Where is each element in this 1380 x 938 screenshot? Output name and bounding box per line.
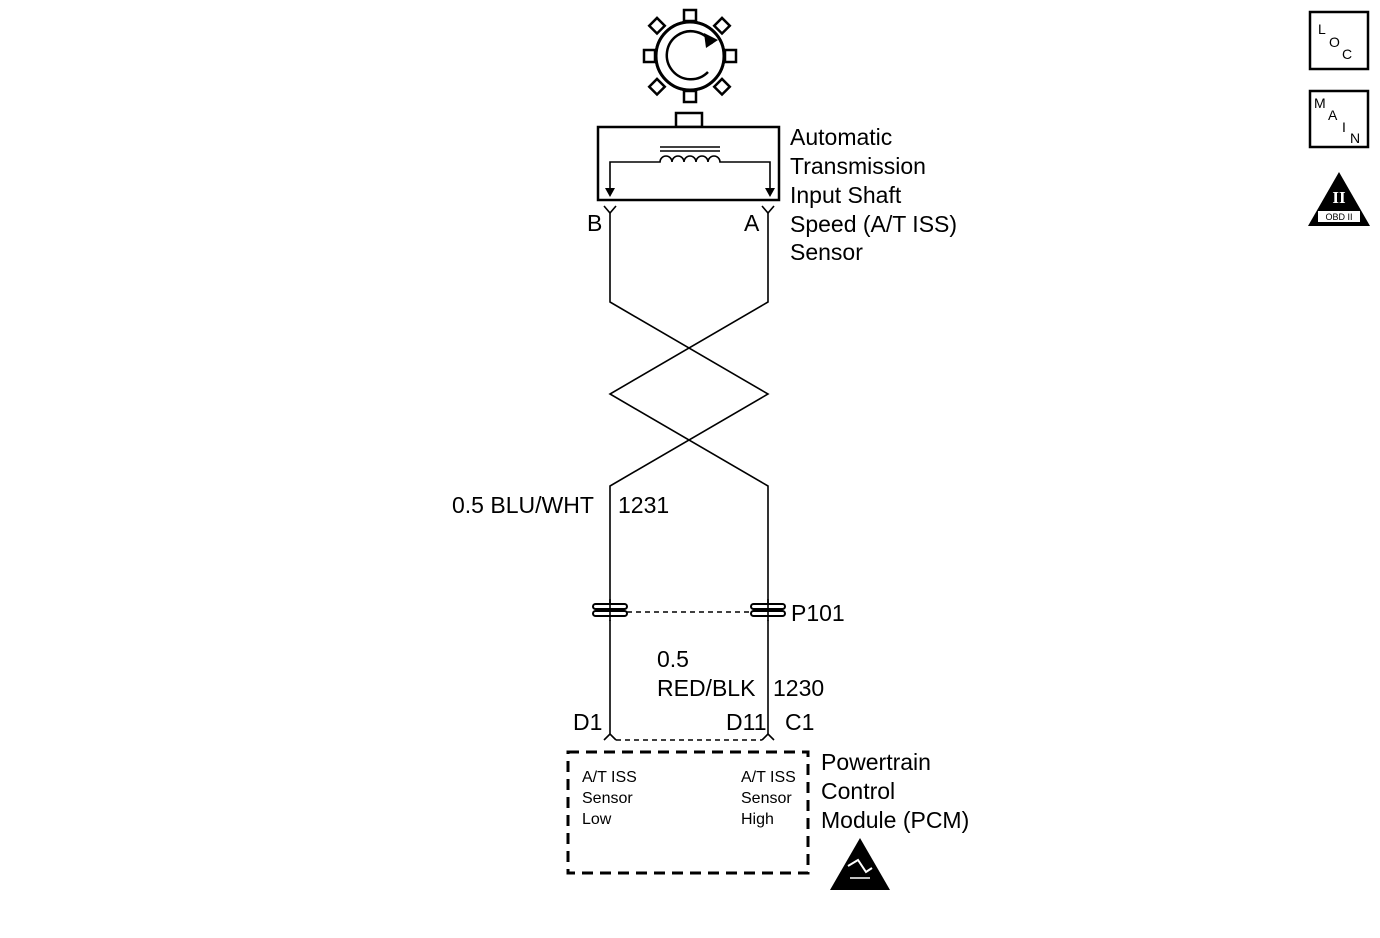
pcm-low-line: A/T ISS: [582, 769, 637, 786]
wire-left-color: 0.5 BLU/WHT: [452, 492, 594, 518]
loc-letter: L: [1318, 21, 1326, 37]
pin-c1-label: C1: [785, 709, 814, 735]
pcm-high-line: High: [741, 811, 774, 828]
pin-d1-label: D1: [573, 709, 602, 735]
pcm-low-label: A/T ISS Sensor Low: [582, 769, 637, 828]
iss-sensor: [596, 111, 781, 202]
pcm-low-line: Low: [582, 811, 612, 828]
loc-button[interactable]: L O C: [1308, 10, 1370, 71]
obd-label: OBD II: [1325, 212, 1352, 222]
sensor-name: Automatic Transmission Input Shaft Speed…: [790, 124, 957, 265]
main-letter: M: [1314, 95, 1326, 111]
p101-pin-right-icon: [750, 599, 786, 621]
sensor-name-line: Automatic: [790, 124, 892, 150]
p101-label: P101: [791, 600, 845, 626]
wire-right-gauge: 0.5: [657, 646, 689, 672]
terminal-b-connector-icon: [603, 205, 617, 215]
reluctor-wheel-icon: [642, 8, 738, 104]
wire-right-color: RED/BLK: [657, 675, 756, 701]
sensor-name-line: Input Shaft: [790, 182, 902, 208]
sensor-name-line: Speed (A/T ISS): [790, 211, 957, 237]
esd-warning-icon: [830, 838, 890, 890]
wire-right-circuit: 1230: [773, 675, 824, 701]
pin-d1-connector-icon: [603, 732, 617, 741]
pcm-low-line: Sensor: [582, 790, 633, 807]
pcm-name-line: Module (PCM): [821, 807, 969, 833]
terminal-a-connector-icon: [761, 205, 775, 215]
terminal-b-label: B: [587, 210, 602, 236]
obd-ii-button[interactable]: II OBD II: [1308, 172, 1370, 226]
sensor-name-line: Sensor: [790, 239, 863, 265]
pcm-high-label: A/T ISS Sensor High: [741, 769, 796, 828]
wire-left: [609, 213, 770, 603]
pcm-high-line: A/T ISS: [741, 769, 796, 786]
main-letter: N: [1350, 130, 1360, 146]
p101-connector: [592, 599, 786, 621]
loc-letter: C: [1342, 46, 1352, 62]
main-button[interactable]: M A I N: [1308, 89, 1370, 149]
loc-letter: O: [1329, 34, 1340, 50]
pcm-high-line: Sensor: [741, 790, 792, 807]
main-letter: I: [1342, 119, 1346, 135]
coil-icon: [605, 146, 775, 197]
terminal-a-label: A: [744, 210, 760, 236]
pcm-name: Powertrain Control Module (PCM): [821, 749, 969, 833]
pcm-name-line: Control: [821, 778, 895, 804]
twisted-pair: [608, 213, 770, 603]
pcm-name-line: Powertrain: [821, 749, 931, 775]
pin-d11-label: D11: [726, 709, 767, 735]
p101-pin-left-icon: [592, 599, 628, 621]
wire-right: [608, 213, 769, 603]
sensor-name-line: Transmission: [790, 153, 926, 179]
obd-numeral: II: [1332, 188, 1346, 207]
wire-left-circuit: 1231: [618, 492, 669, 518]
main-letter: A: [1328, 107, 1338, 123]
pin-c1-connector-icon: [761, 732, 775, 741]
